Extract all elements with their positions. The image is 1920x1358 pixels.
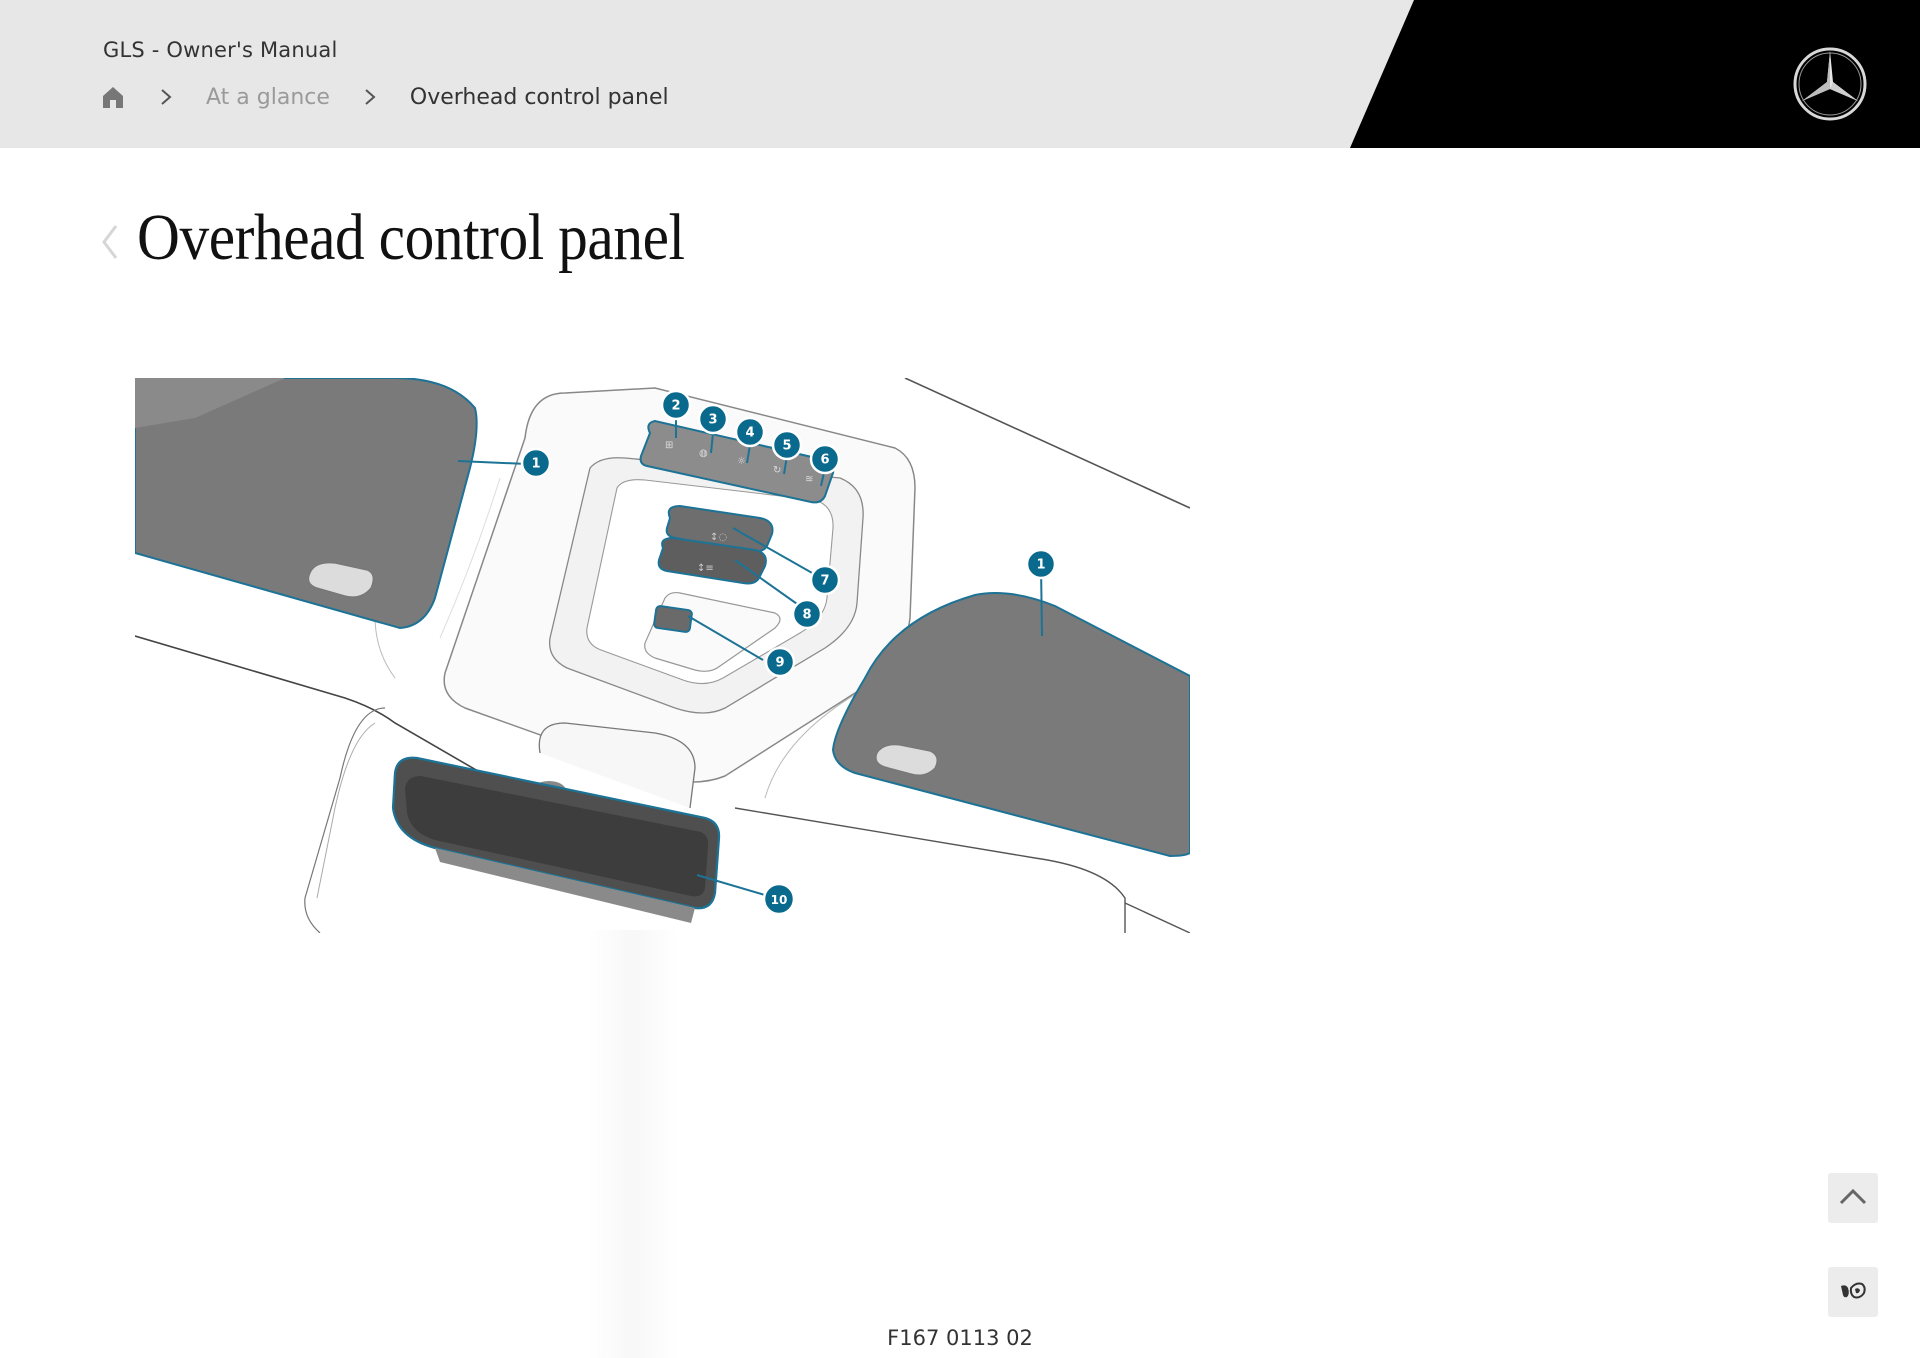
svg-text:6: 6 [820,453,829,468]
svg-text:9: 9 [775,656,784,671]
header-brand-area [1350,0,1920,148]
svg-text:↕≡: ↕≡ [697,563,714,574]
car-icon [1838,1278,1868,1306]
background-shade [588,930,678,1358]
chevron-right-icon [156,87,176,107]
manual-title: GLS - Owner's Manual [103,38,338,62]
callout-4: 4 [734,416,766,448]
svg-text:≋: ≋ [805,474,813,485]
svg-text:5: 5 [782,439,791,454]
breadcrumb: At a glance Overhead control panel [100,80,669,114]
svg-text:↻: ↻ [773,465,781,476]
callout-2: 2 [660,389,692,421]
home-icon[interactable] [100,84,126,110]
callout-8: 8 [791,598,823,630]
figure-caption: F167 0113 02 [887,1326,1033,1350]
callout-9: 9 [764,646,796,678]
svg-text:7: 7 [820,574,829,589]
callout-1-right: 1 [1025,548,1057,580]
svg-text:10: 10 [771,893,788,907]
vehicle-view-button[interactable] [1828,1267,1878,1317]
overhead-control-panel-illustration: ⊞ ◍ ☼ ↻ ≋ ↕◌ ↕≡ [135,378,1190,933]
svg-text:↕◌: ↕◌ [710,532,727,543]
breadcrumb-current: Overhead control panel [409,84,669,110]
callout-6: 6 [809,443,841,475]
scroll-to-top-button[interactable] [1828,1173,1878,1223]
callout-3: 3 [697,403,729,435]
header: GLS - Owner's Manual At a glance Overhea… [0,0,1920,148]
callout-1-left: 1 [520,447,552,479]
svg-text:1: 1 [531,457,540,472]
svg-text:☼: ☼ [737,456,746,467]
breadcrumb-at-a-glance[interactable]: At a glance [206,84,330,110]
svg-text:◍: ◍ [699,448,708,459]
mercedes-star-icon [1792,46,1868,122]
chevron-right-icon [360,87,380,107]
callout-10: 10 [762,882,796,916]
chevron-up-icon [1838,1186,1868,1210]
svg-text:8: 8 [802,608,811,623]
svg-text:3: 3 [708,413,717,428]
svg-text:2: 2 [671,399,680,414]
callout-5: 5 [771,429,803,461]
svg-text:⊞: ⊞ [665,440,673,451]
page-title: Overhead control panel [137,201,685,274]
back-chevron-icon[interactable] [100,222,120,262]
callout-7: 7 [809,564,841,596]
svg-text:1: 1 [1036,558,1045,573]
svg-text:4: 4 [745,426,754,441]
